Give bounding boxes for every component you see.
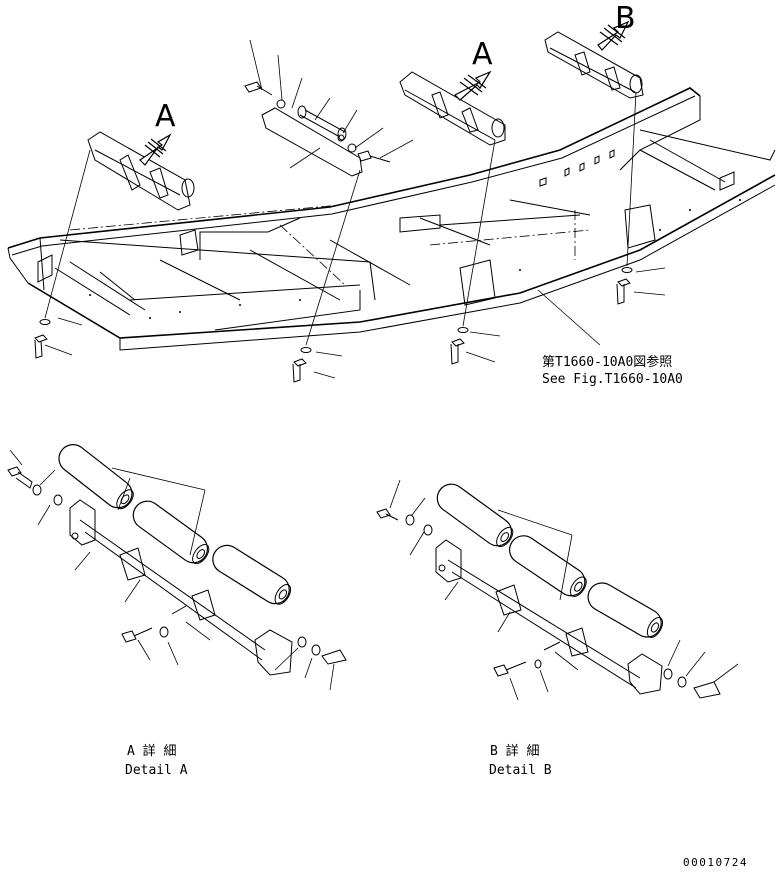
roller-assembly-a-left <box>87 131 195 211</box>
roller-assembly-a-center <box>399 71 506 146</box>
mounting-bolts <box>34 91 637 383</box>
detail-a-label-jp: A 詳 細 <box>127 743 176 759</box>
roller-assembly-b <box>544 31 644 99</box>
main-frame <box>7 87 776 351</box>
leader-lines-top <box>44 39 666 379</box>
reference-jp: 第T1660-10A0図参照 <box>542 354 672 370</box>
reference-en: See Fig.T1660-10A0 <box>542 372 683 387</box>
view-arrows: A A B <box>139 1 636 166</box>
detail-a-drawing <box>7 444 347 691</box>
detail-a-label-en: Detail A <box>125 763 188 778</box>
view-label-a-right: A <box>472 37 493 72</box>
view-label-a-left: A <box>155 99 176 134</box>
drawing-number: 00010724 <box>683 856 748 869</box>
view-label-b: B <box>615 1 636 36</box>
exploded-parts-top <box>244 81 391 177</box>
detail-b-label-en: Detail B <box>489 763 552 778</box>
detail-b-label-jp: B 詳 細 <box>490 743 539 759</box>
detail-b-drawing <box>376 479 739 701</box>
